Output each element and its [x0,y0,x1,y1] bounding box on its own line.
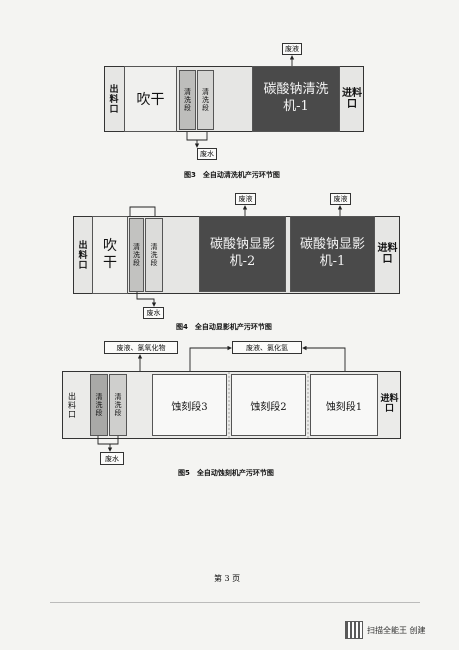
fig3-clean-section-2: 清洗段 [197,70,214,130]
fig4-waste-liquid-box-1: 废液 [235,193,256,205]
fig4-waste-water-box: 废水 [143,307,164,319]
footer-rule [50,602,420,603]
fig4-clean-section-2: 清洗段 [145,218,163,292]
fig5-etch-section-1: 蚀刻段1 [310,374,378,436]
fig3-caption: 图3 全自动清洗机产污环节图 [184,171,280,179]
fig4-waste-liquid-box-2: 废液 [330,193,351,205]
fig3-inlet-label: 进料口 [342,88,362,110]
fig4-clean-section-1: 清洗段 [129,218,144,292]
watermark-text: 扫描全能王 创建 [367,626,426,635]
fig3-blow-dry: 吹干 [124,66,177,132]
fig4-caption: 图4 全自动显影机产污环节图 [176,323,272,331]
fig5-clean-section-1: 清洗段 [90,374,108,436]
fig5-etch-section-2: 蚀刻段2 [231,374,306,436]
fig5-waste-water-box: 废水 [100,452,124,465]
fig4-machine-1-block: 碳酸钠显影机-1 [290,216,375,292]
fig3-machine-block: 碳酸钠清洗机-1 [252,66,340,132]
fig3-clean-section-1: 清洗段 [179,70,196,130]
fig5-clean-section-2: 清洗段 [109,374,127,436]
fig5-waste-liquid-cl-box: 废液、氯氧化物 [104,341,178,354]
fig5-waste-liquid-hcl-box: 废液、氯化氢 [232,341,302,354]
fig5-etch-section-3: 蚀刻段3 [152,374,227,436]
qr-code-icon [345,621,363,639]
fig4-blow-dry: 吹干 [92,216,128,294]
fig3-outlet-label: 出料口 [107,84,118,114]
fig3-waste-water-box: 废水 [197,148,217,160]
fig5-inlet-label: 进料口 [380,394,399,414]
page-number: 第 3 页 [214,574,241,583]
fig5-outlet-label: 出料口 [67,391,77,419]
fig4-inlet-label: 进料口 [377,243,398,265]
fig4-machine-2-block: 碳酸钠显影机-2 [199,216,286,292]
fig5-caption: 图5 全自动蚀刻机产污环节图 [178,469,274,477]
fig3-waste-liquid-box: 废液 [282,43,302,55]
fig4-outlet-label: 出料口 [76,240,87,270]
